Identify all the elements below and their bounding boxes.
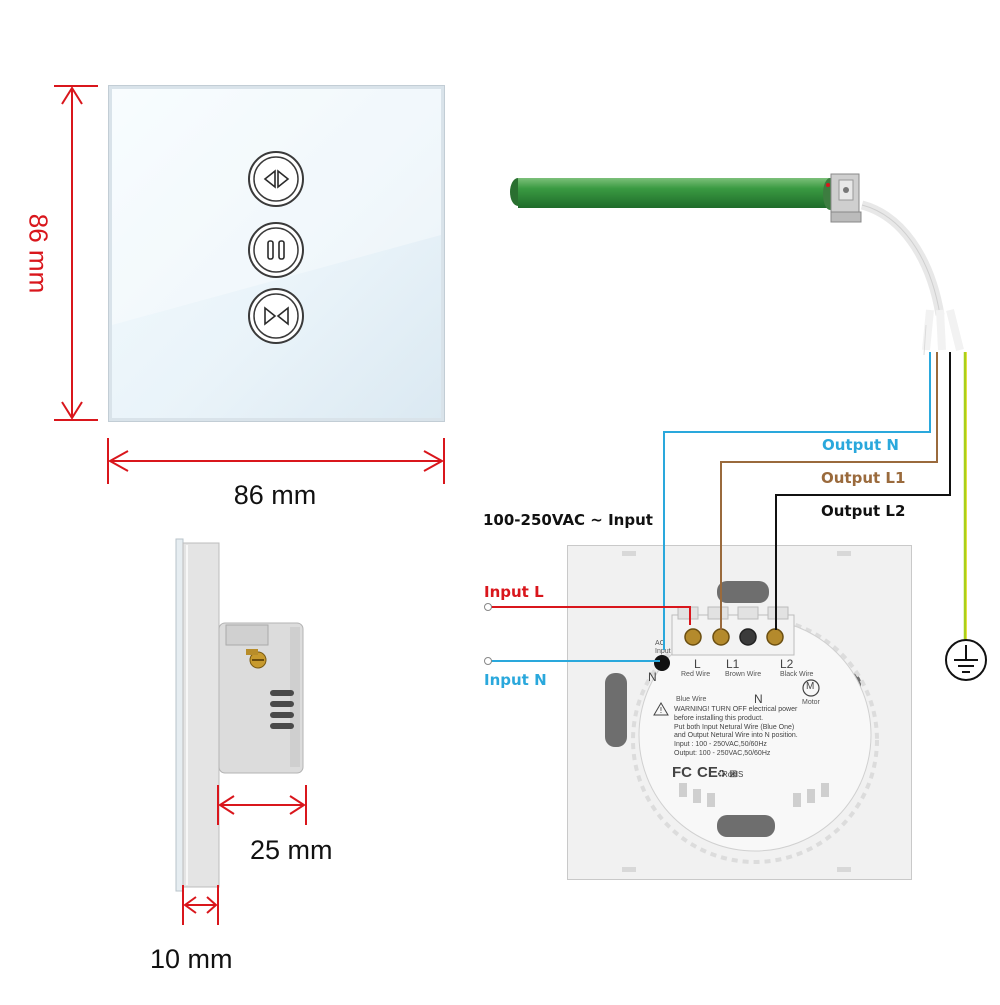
motor-label: Motor [802,699,820,706]
dimension-arrows [0,0,460,500]
warning-line-4: and Output Netural Wire into N position. [674,732,798,740]
red-wire-label: Red Wire [681,671,711,678]
svg-text:♻: ♻ [717,769,726,780]
brown-wire-label: Brown Wire [725,671,762,678]
warning-text: WARNING! TURN OFF electrical power befor… [674,706,798,759]
svg-text:!: ! [659,706,662,715]
warning-line-1: WARNING! TURN OFF electrical power [674,706,798,713]
cert-rohs-mark: RoHS [722,770,744,779]
close-arrows-icon [264,306,289,326]
panel-thickness-label: 10 mm [150,944,233,974]
width-dimension-label: 86 mm [233,480,317,510]
front-panel-view [108,85,445,422]
cert-fc-mark: FC [672,764,692,781]
motor-cable [860,195,980,365]
output-n-label: Output N [822,436,899,454]
motor-symbol-label: M [806,681,815,692]
output-l2-label: Output L2 [821,502,906,520]
terminal-l-label: L [694,657,701,671]
warning-line-2: before installing this product. [674,714,764,722]
pause-icon [267,240,285,260]
height-dimension-label: 86 mm [23,213,54,294]
pause-button[interactable] [247,221,305,279]
output-spec: Output: 100 - 250VAC,50/60Hz [674,749,771,757]
open-arrows-icon [263,169,290,189]
ac-input-label: AC Input [655,640,671,655]
svg-text:⊠: ⊠ [729,769,737,780]
terminal-l1-label: L1 [726,657,740,671]
blue-wire-label: Blue Wire [676,696,707,703]
input-n-label: Input N [484,671,547,689]
warning-line-3: Put both Input Netural Wire (Blue One) [674,723,795,731]
ground-icon [945,639,987,681]
black-wire-label: Black Wire [780,671,814,678]
close-button[interactable] [247,287,305,345]
tubular-motor [495,160,895,250]
cert-ce-mark: CE [697,764,718,781]
supply-label: 100-250VAC ~ Input [483,511,653,529]
terminal-l2-label: L2 [780,657,794,671]
open-button[interactable] [247,150,305,208]
terminal-n-label: N [648,670,657,684]
depth-dimension-label: 25 mm [250,835,333,865]
side-view [170,535,370,895]
input-spec: Input : 100 - 250VAC,50/60Hz [674,741,767,749]
side-dimension-arrows [170,780,330,930]
input-l-label: Input L [484,583,544,601]
output-l1-label: Output L1 [821,469,906,487]
neutral-terminal-label: N [754,692,763,706]
